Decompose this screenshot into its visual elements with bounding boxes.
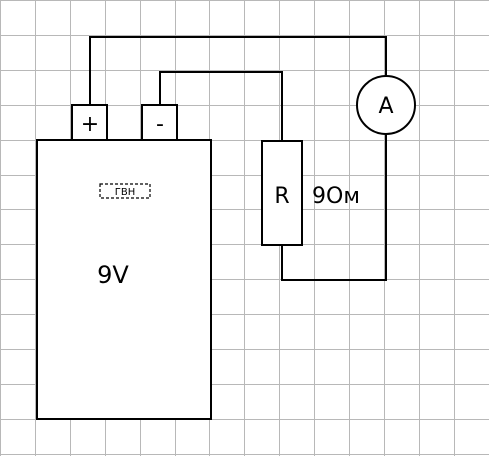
negative-terminal	[141, 104, 178, 141]
resistor-symbol-label: R	[274, 184, 289, 209]
positive-terminal	[71, 104, 108, 141]
positive-terminal-label: +	[81, 112, 99, 137]
resistor-value-label: 9Ом	[312, 184, 360, 209]
wire-negative-to-resistor-top	[159, 71, 283, 141]
internal-component-label: ГВН	[115, 187, 135, 198]
ammeter-symbol-label: A	[378, 94, 393, 119]
ammeter	[356, 75, 416, 135]
wire-ammeter-to-resistor-bottom	[281, 134, 387, 281]
resistor	[261, 140, 303, 246]
battery-voltage-label: 9V	[97, 261, 129, 289]
internal-component-box	[99, 183, 151, 199]
wire-positive-to-ammeter	[89, 36, 387, 105]
negative-terminal-label: -	[156, 112, 164, 137]
